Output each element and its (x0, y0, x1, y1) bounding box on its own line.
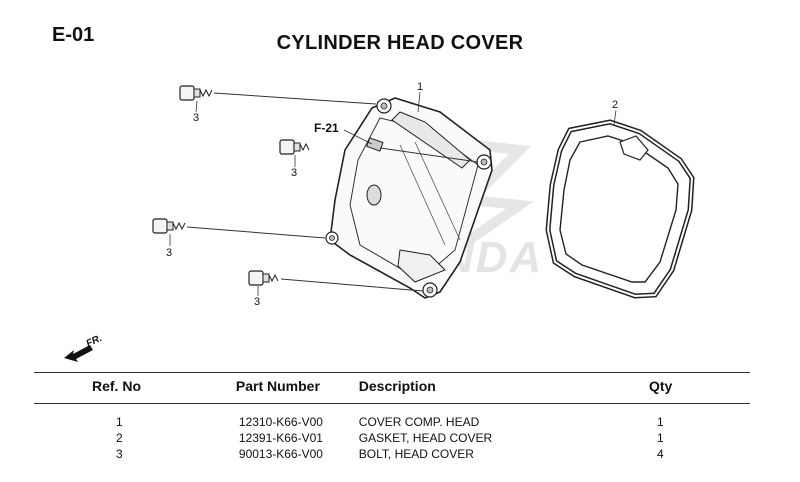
header-description: Description (358, 372, 591, 404)
leader-line-2 (613, 109, 617, 126)
header-qty: Qty (590, 372, 750, 404)
page-code: E-01 (52, 24, 95, 46)
table-row[interactable]: 3 90013-K66-V00 BOLT, HEAD COVER 4 (34, 446, 750, 462)
row-qty: 4 (656, 447, 664, 461)
row-ref-no: 2 (116, 431, 123, 445)
front-label: FR. (85, 333, 104, 350)
callout-2: 2 (612, 99, 618, 111)
header-part-number: Part Number (232, 372, 359, 404)
callout-1: 1 (417, 81, 423, 93)
row-part-number: 12310-K66-V00 (238, 415, 323, 429)
exploded-parts-diagram: HONDA (64, 81, 695, 362)
row-description: BOLT, HEAD COVER (358, 447, 474, 461)
table-row[interactable]: 2 12391-K66-V01 GASKET, HEAD COVER 1 (34, 430, 750, 446)
parts-table-header: Ref. No Part Number Description Qty (34, 372, 750, 404)
row-ref-no: 3 (116, 447, 123, 461)
bolt-d[interactable] (248, 270, 424, 292)
row-description: GASKET, HEAD COVER (358, 431, 493, 445)
callout-3b: 3 (291, 167, 297, 179)
callout-3c: 3 (166, 247, 172, 259)
leader-line-ref (343, 129, 373, 145)
bolt-c[interactable] (152, 218, 326, 239)
callout-3d: 3 (254, 296, 260, 308)
reference-label: F-21 (314, 121, 339, 135)
row-qty: 1 (656, 431, 664, 445)
row-part-number: 12391-K66-V01 (238, 431, 323, 445)
bolt-b[interactable] (279, 139, 479, 163)
header-ref-no: Ref. No (34, 372, 233, 404)
page-title: CYLINDER HEAD COVER (276, 32, 524, 54)
table-row[interactable]: 1 12310-K66-V00 COVER COMP. HEAD 1 (34, 404, 750, 431)
leader-line-3a (195, 100, 198, 113)
row-ref-no: 1 (116, 415, 123, 429)
bolt-a[interactable] (179, 85, 377, 105)
parts-table: Ref. No Part Number Description Qty 1 12… (34, 372, 750, 462)
front-arrow-icon: FR. (64, 333, 104, 362)
row-description: COVER COMP. HEAD (358, 415, 480, 429)
head-cover-gasket-part[interactable] (545, 119, 695, 299)
callout-3a: 3 (193, 112, 199, 124)
row-part-number: 90013-K66-V00 (238, 447, 323, 461)
row-qty: 1 (656, 415, 664, 429)
cylinder-head-cover-part[interactable] (325, 97, 493, 299)
leader-line-1 (417, 91, 421, 113)
